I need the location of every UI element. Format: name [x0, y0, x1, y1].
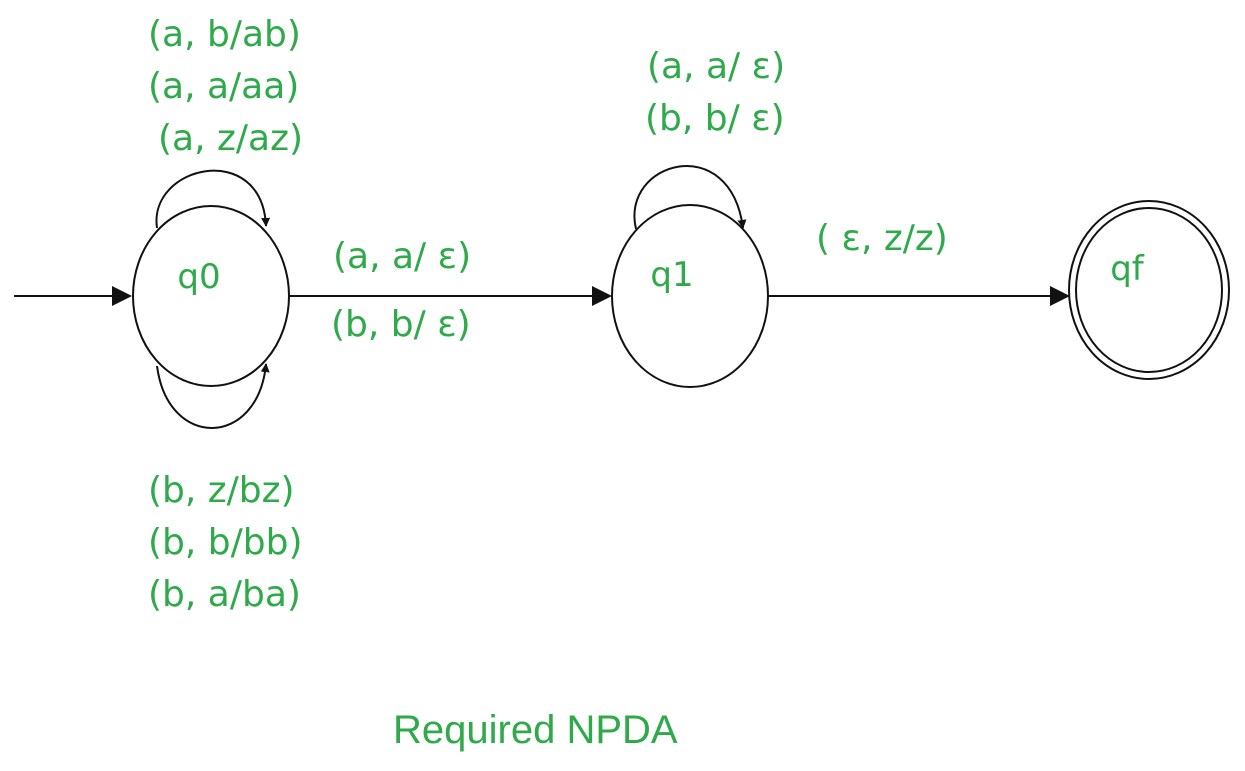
q0-bottom-loop-labels: (b, z/bz) (b, b/bb) (b, a/ba) [148, 470, 303, 615]
transition-label: (b, z/bz) [148, 470, 295, 511]
transition-label: (b, b/ ε) [645, 98, 785, 139]
q0-bottom-self-loop [156, 363, 270, 429]
q0-to-q1-labels: (a, a/ ε) (b, b/ ε) [331, 236, 471, 345]
q0-top-loop-labels: (a, b/ab) (a, a/aa) (a, z/az) [148, 14, 303, 159]
q0-top-self-loop [155, 169, 271, 229]
transition-label: (b, b/bb) [148, 522, 303, 563]
q1-self-loop [633, 165, 747, 230]
transition-label: (a, a/aa) [148, 66, 299, 107]
state-qf-label: qf [1110, 249, 1145, 289]
transition-label: ( ε, z/z) [816, 218, 948, 259]
q1-loop-labels: (a, a/ ε) (b, b/ ε) [645, 46, 785, 139]
transition-label: (a, b/ab) [148, 14, 301, 55]
transition-label: (a, a/ ε) [333, 236, 471, 277]
state-qf: qf [1068, 200, 1230, 380]
state-q1-circle [611, 204, 769, 388]
diagram-caption: Required NPDA [393, 708, 678, 752]
state-q0: q0 [132, 205, 290, 387]
transition-label: (b, a/ba) [148, 574, 301, 615]
state-qf-outer-circle [1068, 200, 1230, 380]
state-qf-inner-circle [1075, 207, 1223, 373]
transition-label: (a, a/ ε) [647, 46, 785, 87]
state-q1: q1 [611, 204, 769, 388]
q1-to-qf-labels: ( ε, z/z) [816, 218, 948, 259]
transition-label: (a, z/az) [158, 118, 303, 159]
state-q0-label: q0 [177, 257, 220, 297]
transition-label: (b, b/ ε) [331, 304, 471, 345]
state-q1-label: q1 [650, 255, 693, 295]
